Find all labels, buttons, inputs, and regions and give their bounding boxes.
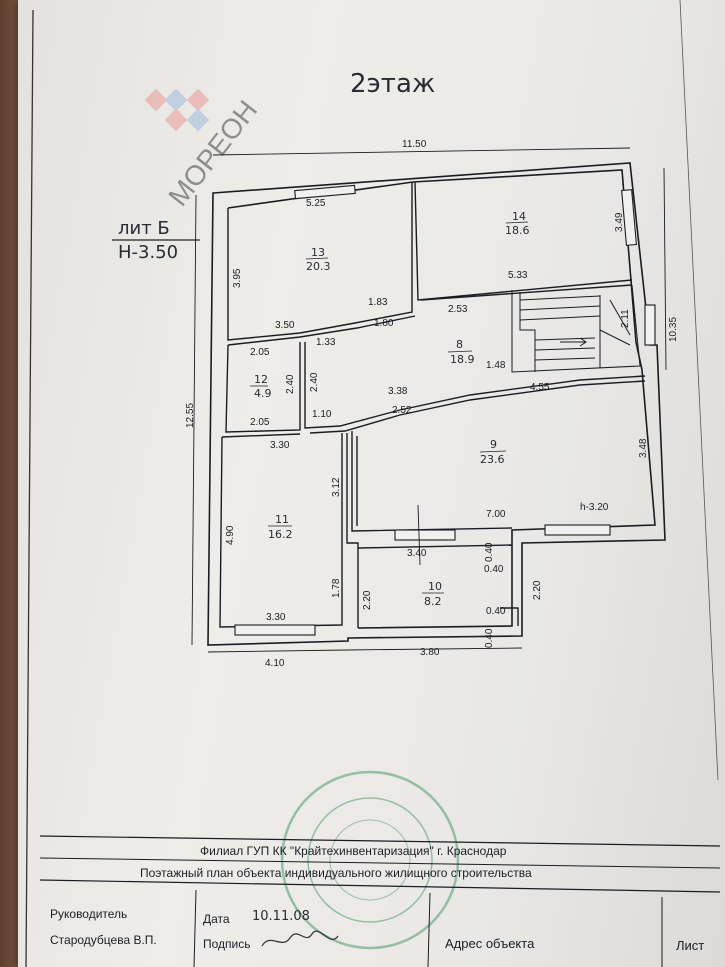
- windows: [234, 184, 656, 636]
- interior-walls: [219, 181, 646, 628]
- dim-r8-top: 2.53: [448, 304, 468, 315]
- svg-text:10: 10: [428, 580, 442, 593]
- title-plan: Поэтажный план объекта индивидуального ж…: [140, 866, 532, 880]
- svg-text:14: 14: [512, 210, 526, 223]
- paper-sheet: [18, 0, 725, 967]
- dim-r10-n4: 0.40: [484, 628, 495, 648]
- svg-text:13: 13: [311, 246, 325, 259]
- dim-r10-top: 3.40: [407, 548, 427, 559]
- dim-r11-left: 4.90: [225, 525, 236, 545]
- title-head-name: Стародубцева В.П.: [50, 933, 157, 947]
- dim-r9-bottom: 7.00: [486, 509, 506, 520]
- title-date-value: 10.11.08: [252, 909, 310, 924]
- room-9-label: 9 23.6: [479, 438, 507, 466]
- dim-r9-top: 4.55: [530, 382, 550, 393]
- room-labels: 13 20.3 14 18.6 8 18.9 12 4.9 9 23.6 11 …: [250, 210, 530, 608]
- room-13-label: 13 20.3: [305, 246, 331, 273]
- organization-stamp: [280, 770, 460, 950]
- dim-r13-bottom: 3.50: [275, 320, 295, 331]
- dim-r10-left: 2.20: [362, 590, 373, 610]
- dim-r10-right: 2.20: [532, 580, 543, 600]
- dim-r9-right: 3.48: [638, 438, 649, 458]
- title-sheet-label: Лист: [676, 938, 704, 953]
- svg-text:20.3: 20.3: [306, 260, 331, 273]
- svg-text:12: 12: [254, 373, 268, 386]
- watermark-logo: МОРЕОН: [144, 88, 263, 212]
- dim-r14-bottom: 5.33: [508, 270, 528, 281]
- room-14-label: 14 18.6: [505, 210, 530, 237]
- dim-top-total: 11.50: [402, 139, 427, 150]
- dim-r11-top: 3.30: [270, 440, 290, 451]
- dim-r10-n1: 0.40: [484, 542, 495, 562]
- dim-r12-right: 2.40: [285, 374, 296, 394]
- dim-r14-right: 3.49: [614, 212, 625, 232]
- room-10-label: 10 8.2: [422, 580, 444, 608]
- dim-r10-n3: 0.40: [486, 606, 506, 617]
- dim-r8-bot2: 2.52: [392, 405, 412, 416]
- dim-r11-right-bot: 1.78: [331, 578, 342, 598]
- dim-right-total: 10.35: [668, 317, 679, 342]
- svg-text:8.2: 8.2: [424, 595, 442, 608]
- staircase: [511, 284, 641, 373]
- room-12-label: 12 4.9: [250, 373, 272, 400]
- frame-right-line: [679, 0, 719, 781]
- title-block: Филиал ГУП КК "Крайтехинвентаризация" г.…: [39, 835, 721, 967]
- svg-text:16.2: 16.2: [268, 528, 293, 541]
- dim-r11-bottom: 3.30: [266, 612, 286, 623]
- outer-walls: [207, 162, 666, 646]
- room-11-label: 11 16.2: [268, 513, 293, 541]
- liter-height: Н-3.50: [118, 242, 178, 263]
- dim-bottom-right: 3.80: [420, 647, 440, 658]
- dim-r9-height: h-3.20: [580, 502, 609, 513]
- svg-text:18.6: 18.6: [505, 224, 530, 237]
- dim-r11-right-top: 3.12: [331, 477, 342, 497]
- title-org: Филиал ГУП КК "Крайтехинвентаризация" г.…: [200, 844, 507, 858]
- title-head-label: Руководитель: [50, 907, 127, 921]
- dim-r13-top: 5.25: [306, 198, 326, 209]
- floor-title: 2этаж: [350, 69, 435, 99]
- dim-r8-bot3: 1.10: [312, 409, 332, 420]
- svg-text:18.9: 18.9: [450, 353, 475, 366]
- frame-left-line: [25, 9, 34, 967]
- svg-text:8: 8: [456, 338, 463, 351]
- svg-text:11: 11: [275, 513, 289, 526]
- title-sign-label: Подпись: [203, 937, 251, 951]
- dim-r13-left: 3.95: [232, 268, 243, 288]
- title-address-label: Адрес объекта: [445, 936, 535, 951]
- dim-r10-n2: 0.40: [484, 564, 504, 575]
- dim-r8-diag: 1.80: [374, 318, 394, 329]
- dim-r12-top: 2.05: [250, 347, 270, 358]
- svg-text:23.6: 23.6: [480, 453, 505, 466]
- liter-label: лит Б: [118, 218, 170, 239]
- signature-mark: [261, 930, 339, 947]
- dim-stair: 2.11: [620, 309, 631, 328]
- dim-bottom-left: 4.10: [265, 658, 285, 669]
- svg-text:9: 9: [490, 438, 497, 451]
- dim-r13-diag: 1.83: [368, 297, 388, 308]
- dim-r12-bottom: 2.05: [250, 417, 270, 428]
- dim-r8-left-top: 1.33: [316, 337, 336, 348]
- room-8-label: 8 18.9: [447, 338, 475, 366]
- dim-r8-right: 1.48: [486, 360, 506, 371]
- dimension-lines: [191, 147, 667, 653]
- svg-text:4.9: 4.9: [254, 387, 272, 400]
- dim-left-total: 12.55: [185, 403, 196, 428]
- dim-r8-left: 2.40: [309, 372, 320, 392]
- dim-r8-bot1: 3.38: [388, 386, 408, 397]
- title-date-label: Дата: [203, 912, 230, 926]
- dimension-labels: 11.50 5.25 3.95 3.50 1.83 3.49 5.33 2.53…: [185, 139, 679, 669]
